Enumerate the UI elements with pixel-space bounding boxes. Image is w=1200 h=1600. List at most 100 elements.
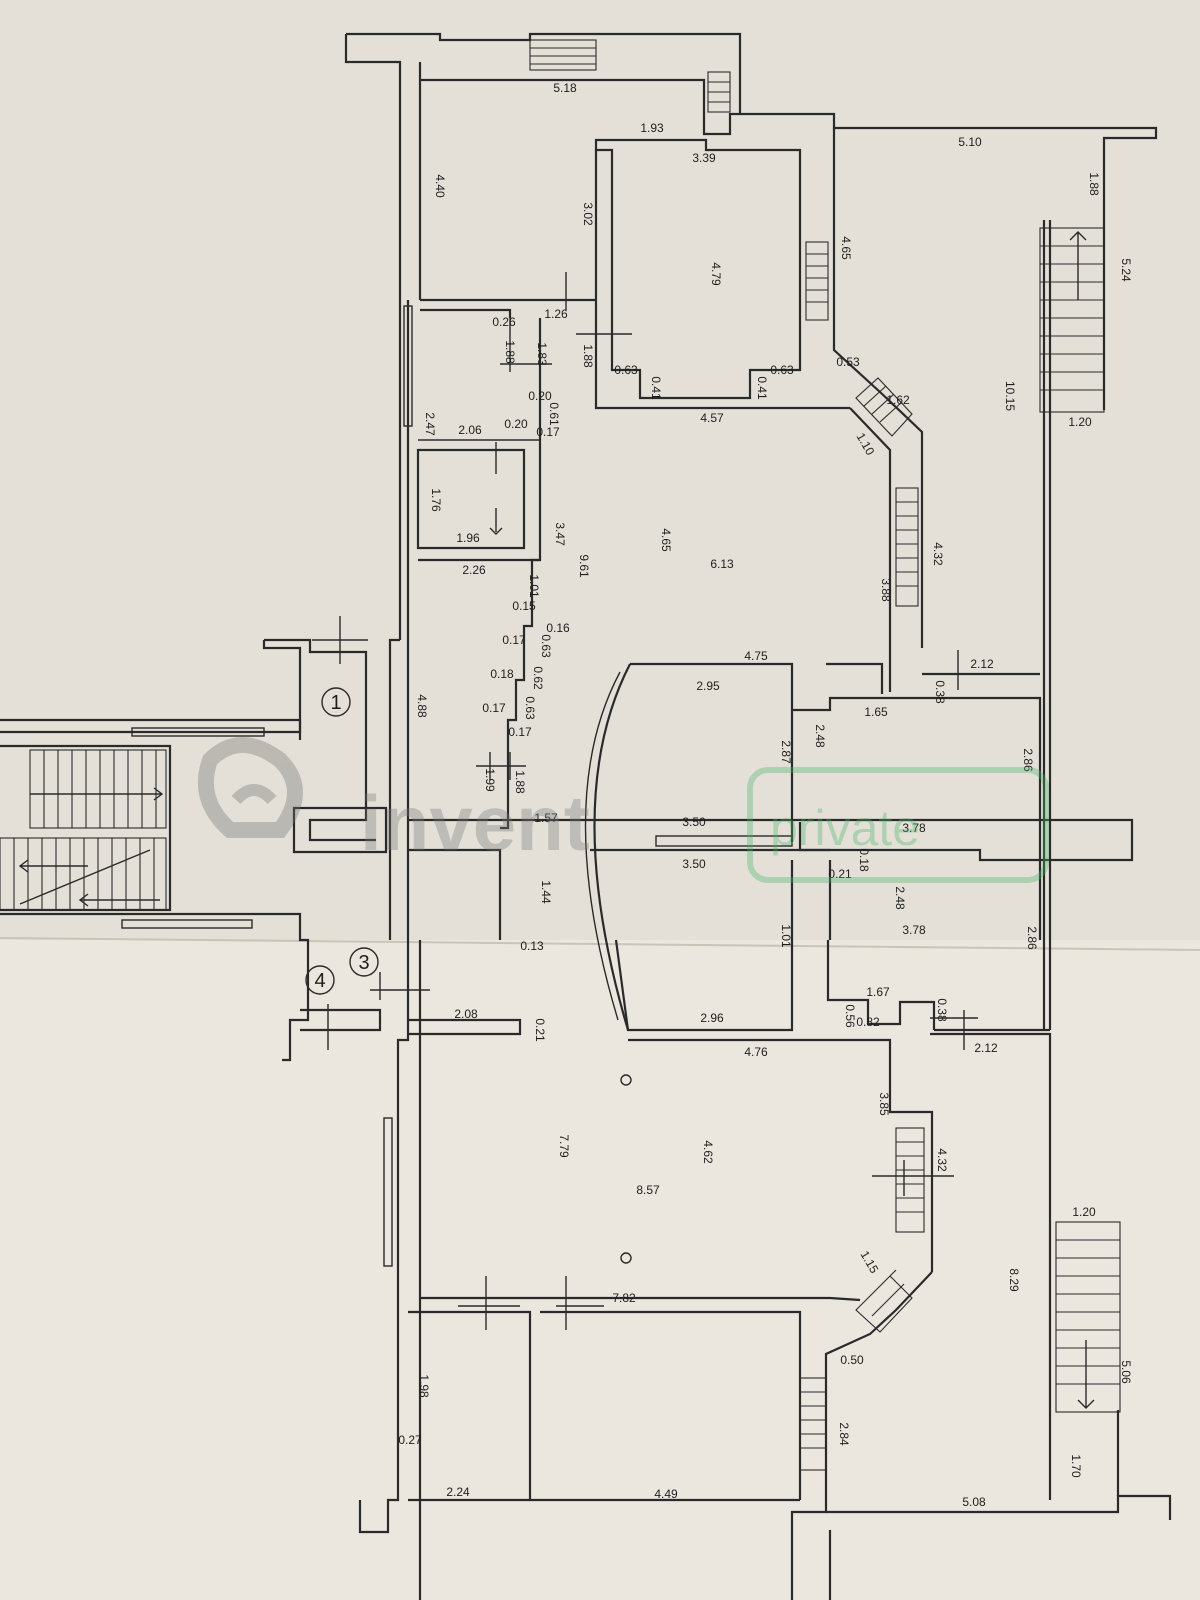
dim-label: 0.13: [520, 939, 544, 953]
dim-label: 0.63: [523, 696, 537, 720]
dim-label: 4.79: [709, 262, 723, 286]
stair-north-east: [1039, 227, 1105, 413]
wall-room-mid-top: [630, 662, 794, 842]
dim-label: 0.53: [836, 355, 860, 369]
dim-label: 4.49: [654, 1487, 678, 1501]
wall-corridor-left: [408, 848, 502, 940]
dim-label: 1.83: [535, 342, 549, 366]
wall-room-top: [594, 138, 802, 400]
arc-curved-wall: [593, 663, 631, 1031]
wall-entrance-box: [292, 806, 388, 854]
sheet-seam: [0, 937, 1200, 951]
window-west-1: [403, 305, 413, 427]
marker-3: 3: [358, 952, 369, 974]
stair-north-top: [529, 39, 731, 113]
dim-label: 3.50: [682, 857, 706, 871]
dim-label: 5.06: [1119, 1360, 1133, 1384]
dim-label: 1.88: [503, 340, 517, 364]
dim-label: 0.62: [531, 666, 545, 690]
paper-sheet-bottom: [0, 940, 1200, 1600]
dim-label: 3.47: [553, 522, 567, 546]
dim-label: 1.88: [1087, 172, 1101, 196]
stair-bay-right: [895, 487, 919, 607]
dim-label: 2.95: [696, 679, 720, 693]
stairs: [0, 39, 1121, 1471]
window-south-left: [131, 727, 265, 737]
stair-lower-bay: [799, 1377, 827, 1471]
dim-label: 2.48: [893, 886, 907, 910]
dim-label: 0.16: [546, 621, 570, 635]
dim-label: 4.57: [700, 411, 724, 425]
dim-label: 2.96: [700, 1011, 724, 1025]
wall-west-bottom: [358, 940, 410, 1534]
dim-label: 1.88: [513, 770, 527, 794]
dim-label: 1.65: [864, 705, 888, 719]
dim-label: 0.21: [828, 867, 852, 881]
dim-label: 1.01: [779, 924, 793, 948]
watermark-logo-icon: [197, 737, 303, 838]
wall-bay-top: [849, 407, 892, 692]
wall-east-room-mid: [792, 696, 1042, 940]
dim-label: 1.76: [429, 488, 443, 512]
dim-label: 1.01: [527, 574, 541, 598]
dim-label: 2.86: [1021, 748, 1035, 772]
dim-label: 2.12: [974, 1041, 998, 1055]
dim-label: 1.96: [456, 531, 480, 545]
dim-label: 0.38: [933, 680, 947, 704]
wall-mid-stub: [826, 662, 884, 694]
dim-label: 4.65: [659, 528, 673, 552]
dim-label: 3.88: [879, 578, 893, 602]
dim-label: 2.48: [813, 724, 827, 748]
dim-label: 5.10: [958, 135, 982, 149]
column-2: [620, 1252, 632, 1264]
dim-label: 5.24: [1119, 258, 1133, 282]
dim-label: 3.39: [692, 151, 716, 165]
watermark-logo-text: invent: [360, 779, 590, 867]
dim-label: 0.17: [536, 425, 560, 439]
dim-label: 4.65: [839, 236, 853, 260]
dim-label: 2.84: [837, 1422, 851, 1446]
wall-west-top: [344, 34, 402, 640]
window-west-2: [383, 1117, 393, 1267]
dim-label: 0.17: [502, 633, 526, 647]
marker-3-circle: [349, 947, 379, 977]
dim-label: 0.17: [508, 725, 532, 739]
dim-label: 0.61: [547, 402, 561, 426]
dim-label: 0.20: [504, 417, 528, 431]
marker-4: 4: [314, 970, 325, 992]
wall-central-corridor: [408, 818, 1134, 862]
window-south-left-2: [121, 919, 253, 929]
dim-label: 0.21: [533, 1018, 547, 1042]
dim-label: 0.50: [840, 1353, 864, 1367]
dim-label: 4.76: [744, 1045, 768, 1059]
wall-entrance-bottom: [0, 912, 310, 1062]
dim-label: 2.47: [423, 412, 437, 436]
dim-label: 0.56: [843, 1004, 857, 1028]
dim-label: 1.88: [581, 344, 595, 368]
room-markers: 1 3 4: [305, 687, 379, 995]
wall-hall-lower-top: [628, 1038, 934, 1272]
dim-label: 8.57: [636, 1183, 660, 1197]
stair-hall-lower: [855, 1127, 925, 1333]
dim-label: 0.41: [755, 376, 769, 400]
dim-label: 2.26: [462, 563, 486, 577]
wall-lower-stub: [408, 1018, 522, 1036]
dim-label: 0.41: [649, 376, 663, 400]
wall-entrance-step: [300, 1008, 382, 1032]
stair-bay-top: [855, 377, 913, 437]
dim-label: 0.20: [528, 389, 552, 403]
wall-lower-bay: [790, 1271, 933, 1600]
dim-label: 4.32: [935, 1148, 949, 1172]
dim-label: 8.29: [1007, 1268, 1021, 1292]
dim-label: 6.13: [710, 557, 734, 571]
wall-small-room: [416, 448, 526, 550]
door-marks: [312, 272, 978, 1330]
wall-entrance-top: [0, 718, 302, 734]
dim-label: 1.70: [1069, 1454, 1083, 1478]
wall-room-lower: [614, 939, 794, 1032]
dim-label: 0.63: [770, 363, 794, 377]
wall-hall-lower-bottom: [420, 1296, 861, 1302]
dim-label: 0.17: [482, 701, 506, 715]
stair-south-east: [1055, 1221, 1121, 1413]
